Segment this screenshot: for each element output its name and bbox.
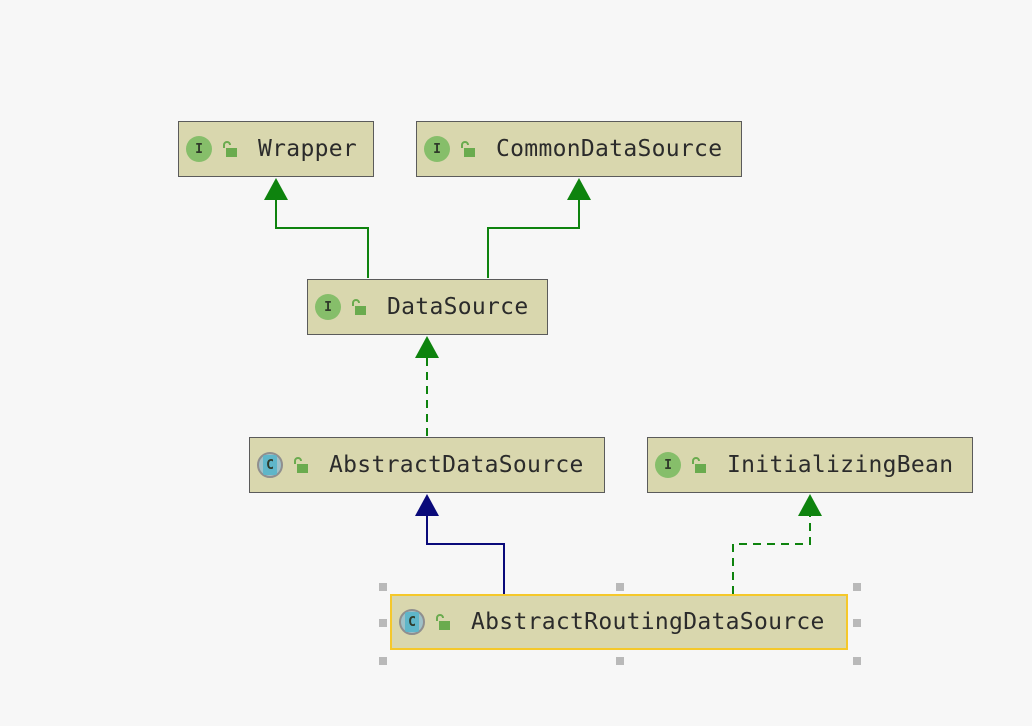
interface-icon: I	[186, 136, 212, 162]
interface-icon: I	[655, 452, 681, 478]
open-lock-icon	[223, 141, 237, 157]
edge-datasource-wrapper	[275, 198, 369, 278]
node-label: AbstractRoutingDataSource	[471, 609, 825, 635]
resize-handle-top-right[interactable]	[853, 583, 861, 591]
node-abstract-routing-data-source[interactable]: C AbstractRoutingDataSource	[390, 594, 848, 650]
edge-routing-abstractdatasource	[426, 516, 505, 594]
arrowhead-commondatasource	[567, 178, 591, 200]
class-icon: C	[257, 452, 283, 478]
arrowhead-abstractdatasource	[415, 494, 439, 516]
open-lock-icon	[294, 457, 308, 473]
edge-datasource-commondatasource	[487, 198, 580, 278]
resize-handle-top-left[interactable]	[379, 583, 387, 591]
arrowhead-wrapper	[264, 178, 288, 200]
arrowhead-datasource	[415, 336, 439, 358]
resize-handle-top-center[interactable]	[616, 583, 624, 591]
interface-icon: I	[315, 294, 341, 320]
interface-icon: I	[424, 136, 450, 162]
node-abstract-data-source[interactable]: C AbstractDataSource	[249, 437, 605, 493]
node-common-data-source[interactable]: I CommonDataSource	[416, 121, 742, 177]
open-lock-icon	[436, 614, 450, 630]
node-wrapper[interactable]: I Wrapper	[178, 121, 374, 177]
node-initializing-bean[interactable]: I InitializingBean	[647, 437, 973, 493]
node-label: CommonDataSource	[496, 136, 723, 162]
resize-handle-bottom-left[interactable]	[379, 657, 387, 665]
node-label: DataSource	[387, 294, 529, 320]
open-lock-icon	[461, 141, 475, 157]
arrowhead-initializingbean	[798, 494, 822, 516]
resize-handle-middle-right[interactable]	[853, 619, 861, 627]
node-label: AbstractDataSource	[329, 452, 584, 478]
resize-handle-middle-left[interactable]	[379, 619, 387, 627]
resize-handle-bottom-center[interactable]	[616, 657, 624, 665]
class-icon: C	[399, 609, 425, 635]
resize-handle-bottom-right[interactable]	[853, 657, 861, 665]
node-label: InitializingBean	[727, 452, 954, 478]
edge-routing-initializingbean	[732, 516, 811, 594]
node-label: Wrapper	[258, 136, 358, 162]
open-lock-icon	[692, 457, 706, 473]
node-data-source[interactable]: I DataSource	[307, 279, 548, 335]
open-lock-icon	[352, 299, 366, 315]
